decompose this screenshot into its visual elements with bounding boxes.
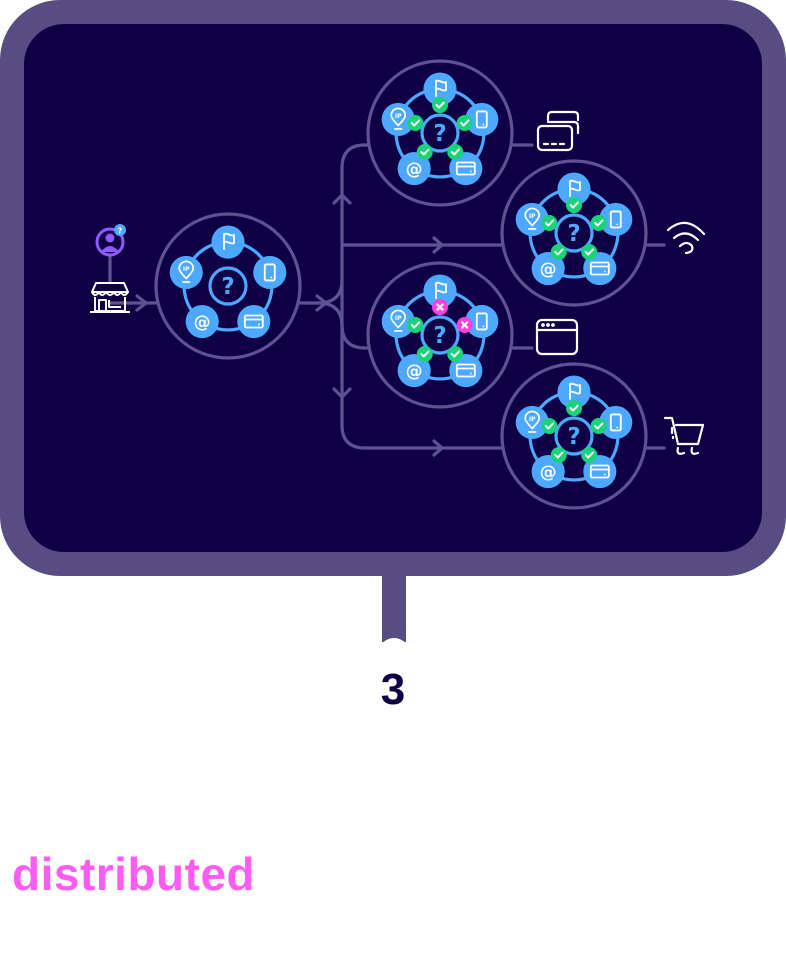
- branch-cart: ?: [500, 362, 648, 510]
- ip-location-icon: [381, 304, 415, 338]
- ip-location-icon: [515, 405, 549, 439]
- question-icon: ?: [567, 221, 580, 247]
- question-ring: [420, 315, 460, 355]
- flow-diagram: @ IP ????? ?: [90, 59, 706, 510]
- branch-browser: ?: [366, 261, 514, 409]
- check-badge-icon: [406, 113, 425, 132]
- check-badge-icon: [455, 113, 474, 132]
- card-icon: [449, 353, 483, 388]
- arrow-head-icon: [432, 439, 444, 457]
- storefront-icon: [90, 282, 130, 313]
- check-badge-icon: [415, 142, 434, 161]
- check-badge-icon: [565, 399, 583, 418]
- check-badge-icon: [415, 344, 434, 363]
- check-badge-icon: [446, 142, 465, 161]
- check-badge-icon: [540, 416, 559, 435]
- user-question-icon: ?: [95, 224, 126, 257]
- check-badge-icon: [431, 96, 449, 115]
- phone-icon: [599, 405, 633, 439]
- ip-location-icon: [381, 102, 415, 136]
- card-icon: [237, 304, 271, 339]
- step-number: 3: [380, 665, 406, 714]
- fail-badge-icon: [430, 297, 450, 317]
- question-ring: [554, 213, 594, 253]
- email-at-icon: [531, 454, 565, 489]
- arrow-head-icon: [332, 387, 352, 399]
- arrow-head-icon: [315, 294, 328, 312]
- flag-icon: [211, 225, 245, 259]
- flag-icon: [423, 274, 457, 308]
- check-badge-icon: [446, 344, 465, 363]
- check-badge-icon: [540, 213, 559, 232]
- arrow-head-icon: [432, 236, 444, 254]
- check-badge-icon: [580, 242, 599, 261]
- question-icon: ?: [567, 424, 580, 450]
- arrow-head-icon: [135, 294, 148, 312]
- branch-card-payment: ?: [366, 59, 514, 207]
- connector-line: [340, 278, 370, 350]
- fail-badge-icon: [455, 315, 474, 335]
- stem-cap: [378, 638, 410, 654]
- phone-icon: [465, 304, 499, 338]
- check-badge-icon: [406, 315, 425, 334]
- credit-cards-icon: [536, 110, 580, 152]
- check-badge-icon: [565, 196, 583, 215]
- email-at-icon: [397, 151, 431, 186]
- card-icon: [449, 151, 483, 186]
- question-ring: [208, 266, 248, 306]
- question-icon: ?: [433, 121, 446, 147]
- check-badge-icon: [589, 416, 608, 435]
- phone-icon: [465, 102, 499, 136]
- check-badge-icon: [549, 242, 568, 261]
- flag-icon: [423, 72, 457, 106]
- card-icon: [583, 251, 617, 286]
- frame-stem: [382, 570, 406, 642]
- connector-line: [298, 143, 370, 305]
- phone-icon: [253, 255, 287, 289]
- source-merchant: ?: [90, 224, 130, 313]
- connector-line: [316, 301, 504, 450]
- card-icon: [583, 454, 617, 489]
- check-badge-icon: [580, 445, 599, 464]
- email-at-icon: [531, 251, 565, 286]
- question-icon: ?: [433, 323, 446, 349]
- diagram-panel: @ IP ????? ?: [24, 24, 762, 552]
- question-ring: [420, 113, 460, 153]
- question-ring: [554, 416, 594, 456]
- question-icon: ?: [221, 274, 234, 300]
- phone-icon: [599, 202, 633, 236]
- flag-icon: [557, 375, 591, 409]
- check-badge-icon: [589, 213, 608, 232]
- ip-location-icon: [515, 202, 549, 236]
- svg-text:?: ?: [118, 227, 123, 236]
- email-at-icon: [185, 304, 219, 339]
- arrow-head-icon: [332, 193, 352, 205]
- wifi-icon: [666, 221, 706, 255]
- screen-frame: @ IP ????? ?: [0, 0, 786, 576]
- email-at-icon: [397, 353, 431, 388]
- caption-label: distributed: [12, 848, 256, 900]
- branch-wifi: ?: [500, 159, 648, 307]
- check-badge-icon: [549, 445, 568, 464]
- signal-hub: ?: [154, 212, 302, 360]
- flag-icon: [557, 172, 591, 206]
- browser-window-icon: [535, 318, 579, 356]
- shopping-cart-icon: [663, 416, 705, 455]
- ip-location-icon: [169, 255, 203, 289]
